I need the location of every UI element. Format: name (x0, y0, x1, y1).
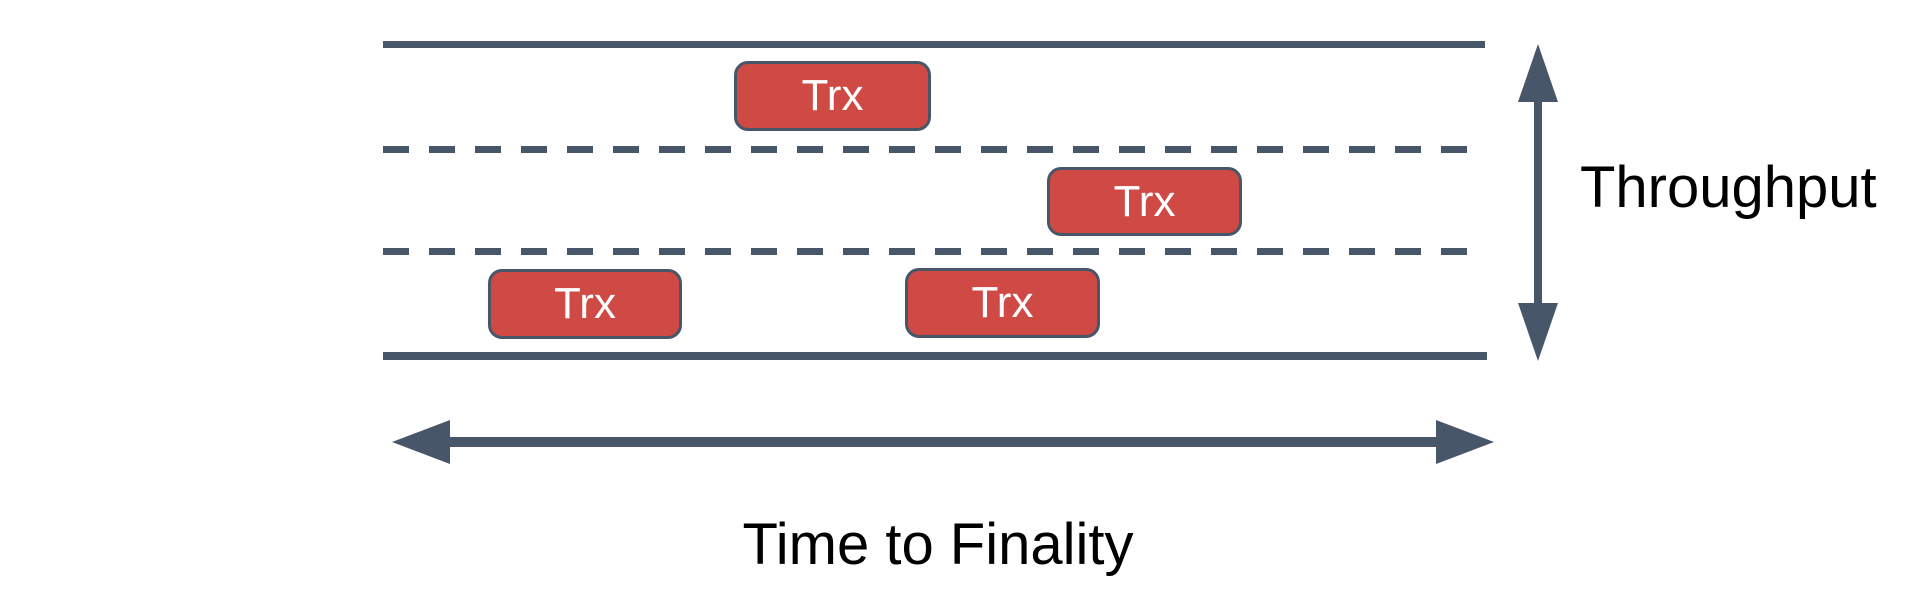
trx-box-label: Trx (801, 71, 864, 120)
trx-box-label: Trx (1113, 176, 1176, 226)
trx-box-middle-lane: Trx (1047, 167, 1242, 236)
time-to-finality-label: Time to Finality (742, 512, 1134, 577)
trx-box-bottom-lane-left: Trx (488, 269, 682, 339)
trx-box-top-lane: Trx (734, 61, 931, 131)
horizontal-arrow-right-head (1436, 420, 1494, 464)
horizontal-double-arrow-icon (392, 420, 1494, 464)
throughput-label: Throughput (1580, 155, 1877, 220)
vertical-arrow-down-head (1518, 303, 1558, 361)
vertical-double-arrow-icon (1518, 44, 1558, 361)
horizontal-arrow-left-head (392, 420, 450, 464)
trx-box-label: Trx (554, 279, 616, 328)
vertical-arrow-up-head (1518, 44, 1558, 102)
trx-box-label: Trx (971, 278, 1034, 327)
trx-box-bottom-lane-right: Trx (905, 268, 1100, 338)
